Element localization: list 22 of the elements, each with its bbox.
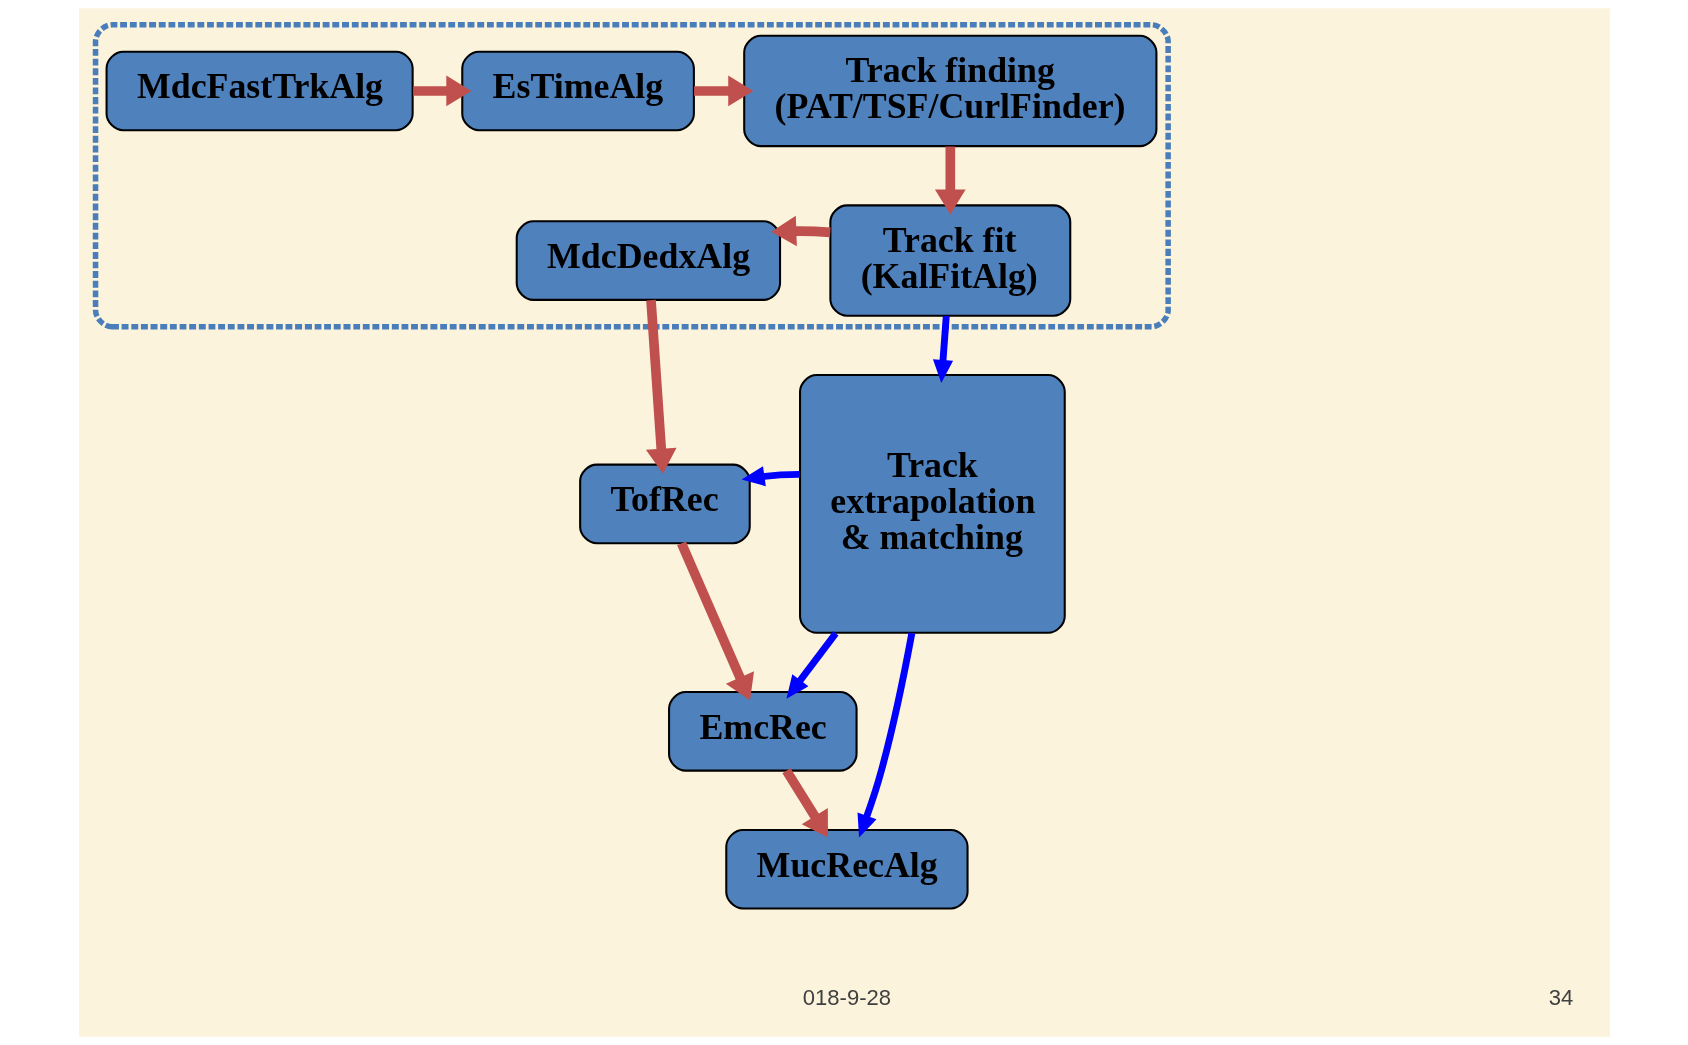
arrow: [785, 631, 838, 699]
arrow: [781, 768, 828, 838]
arrow: [857, 632, 915, 838]
node-box: TofRec: [578, 463, 751, 545]
node-box: MdcFastTrkAlg: [105, 50, 414, 132]
node-box: EsTimeAlg: [460, 50, 695, 132]
node-box: MucRecAlg: [724, 828, 969, 910]
node-box: MdcDedxAlg: [515, 220, 781, 301]
node-box: EmcRec: [667, 691, 858, 772]
node-box: Track finding (PAT/TSF/CurlFinder): [742, 34, 1157, 148]
arrow: [741, 466, 800, 487]
cluster: [92, 22, 1171, 330]
arrow: [770, 215, 831, 247]
node-box: Track fit (KalFitAlg): [828, 204, 1071, 317]
arrow: [645, 299, 677, 474]
node-box: Track extrapolation & matching: [798, 373, 1066, 634]
label: 018-9-28: [802, 984, 891, 1010]
arrow: [693, 75, 753, 107]
label: 34: [1548, 984, 1573, 1010]
arrow: [676, 541, 754, 701]
arrow: [934, 146, 966, 215]
arrow: [412, 75, 471, 107]
